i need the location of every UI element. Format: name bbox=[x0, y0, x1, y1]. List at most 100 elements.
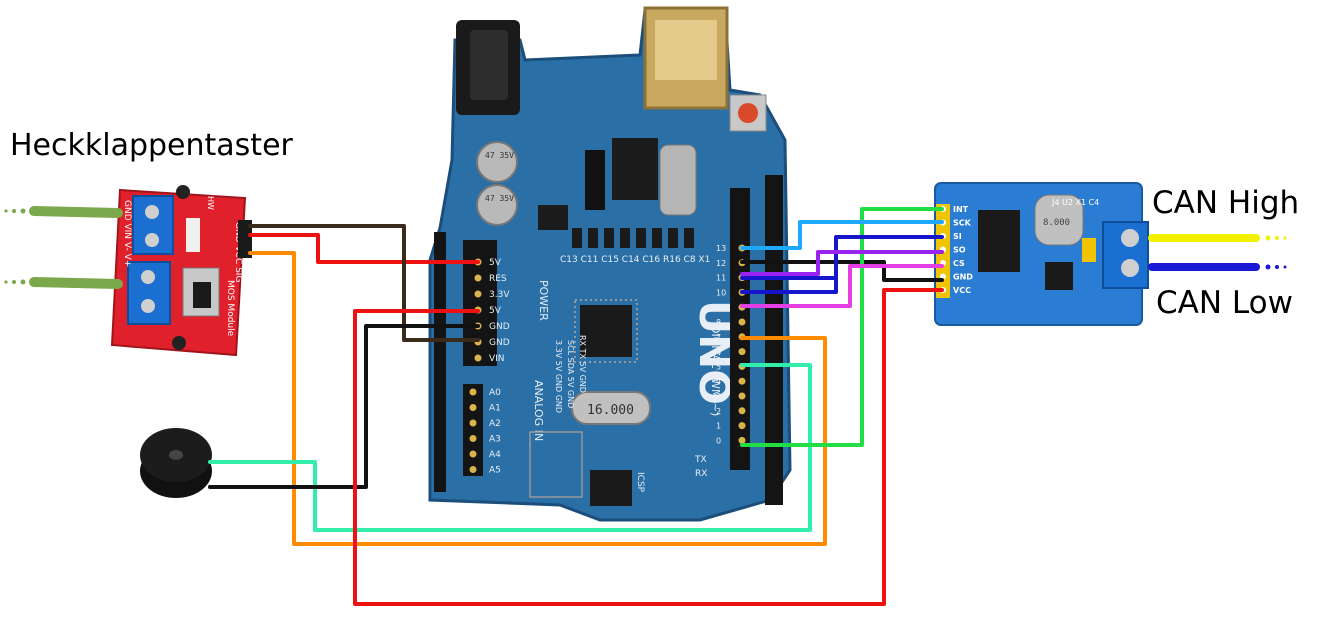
digital-pin-label: 10 bbox=[716, 288, 726, 297]
usb-interface-chip bbox=[612, 138, 658, 200]
bottom-pin-labels-1: SCL SDA 5V GND bbox=[566, 340, 575, 408]
power-pin-label: VIN bbox=[489, 354, 505, 364]
bottom-pin-labels-3: RX TX 5V GND bbox=[578, 335, 587, 393]
terminal-leads bbox=[4, 206, 123, 289]
power-pin-label: GND bbox=[489, 338, 510, 348]
mosfet-module-name: MOS Module bbox=[225, 280, 235, 337]
svg-text:ICSP: ICSP bbox=[635, 472, 645, 493]
component-marks: C13 C11 C15 C14 C16 R16 C8 X1 bbox=[560, 255, 710, 265]
power-pin bbox=[474, 274, 482, 282]
digital-pin-label: 11 bbox=[716, 274, 726, 283]
wire-can-si bbox=[740, 235, 944, 280]
analog-pin-label: A5 bbox=[489, 466, 501, 476]
wire-can-int bbox=[740, 207, 944, 447]
digital-pin-label: 2 bbox=[716, 407, 721, 416]
analog-header-label: ANALOG IN bbox=[532, 380, 545, 441]
power-pin bbox=[474, 290, 482, 298]
wire-mosfet-vcc bbox=[248, 233, 480, 264]
arduino-uno-board: 47 35V 47 35V C13 C11 C15 C14 C16 R16 C8… bbox=[428, 6, 792, 522]
wire-can-so bbox=[740, 250, 944, 276]
wire-can-sck bbox=[740, 220, 944, 250]
power-pin-label: RES bbox=[489, 274, 507, 284]
piezo-buzzer bbox=[140, 428, 212, 498]
wire-mosfet-sig bbox=[248, 251, 827, 546]
wire-can-si-2 bbox=[740, 276, 838, 294]
tx-label: TX bbox=[694, 455, 707, 465]
analog-pin bbox=[469, 435, 477, 442]
mosfet-pin-header bbox=[238, 220, 252, 258]
mosfet-module: GND VCC SIG MOS Module HW GND VIN V- V+ bbox=[110, 185, 252, 357]
wires bbox=[208, 207, 944, 606]
can-high-label: CAN High bbox=[1152, 185, 1300, 221]
wire-can-gnd bbox=[740, 260, 944, 282]
analog-pin-label: A0 bbox=[489, 388, 501, 398]
analog-header bbox=[463, 384, 483, 476]
power-pin-label: 5V bbox=[489, 306, 502, 316]
digital-pin bbox=[738, 436, 746, 444]
digital-pin-label: 8 bbox=[716, 318, 721, 327]
can-pin-label: GND bbox=[953, 273, 973, 282]
mcp2515-chip bbox=[978, 210, 1020, 272]
power-pin-label: 5V bbox=[489, 258, 502, 268]
digital-header-label: DIGITAL PWM(~) bbox=[709, 325, 722, 416]
wire-can-vcc bbox=[353, 288, 944, 606]
digital-pin bbox=[738, 392, 746, 400]
digital-pin bbox=[738, 422, 746, 430]
analog-pin bbox=[469, 404, 477, 411]
can-bus-lines bbox=[1148, 234, 1287, 271]
power-pin-label: GND bbox=[489, 322, 510, 332]
usb-crystal bbox=[659, 144, 697, 216]
can-low-label: CAN Low bbox=[1156, 285, 1293, 321]
power-pin-label: 3.3V bbox=[489, 290, 510, 300]
digital-pin-label: 0 bbox=[716, 436, 721, 445]
digital-pin-label: 1 bbox=[716, 422, 721, 431]
digital-pin bbox=[738, 407, 746, 415]
tja1050-chip bbox=[1045, 262, 1073, 290]
icsp-header: ICSP bbox=[590, 470, 645, 506]
rx-label: RX bbox=[695, 469, 707, 479]
can-pin-label: CS bbox=[953, 259, 965, 268]
mosfet-terminal-labels: GND VIN V- V+ bbox=[122, 200, 132, 267]
analog-pin-label: A2 bbox=[489, 419, 501, 429]
can-crystal bbox=[1034, 194, 1084, 246]
digital-pin-label: 3 bbox=[716, 392, 721, 401]
mosfet-module-title: Heckklappentaster bbox=[10, 128, 293, 163]
bottom-pin-labels-2: 3.3V 5V GND GND bbox=[554, 340, 563, 413]
mosfet-mark: HW bbox=[206, 196, 215, 210]
lower-pin-grid bbox=[529, 431, 583, 498]
svg-text:47 35V: 47 35V bbox=[485, 151, 514, 160]
digital-pin-label: 13 bbox=[716, 244, 726, 253]
can-pin-label: INT bbox=[953, 205, 969, 214]
capacitor-1: 47 35V bbox=[476, 141, 518, 183]
analog-pin bbox=[469, 450, 477, 458]
analog-pin bbox=[469, 419, 477, 427]
can-pin-label: VCC bbox=[953, 286, 971, 295]
analog-pin-label: A4 bbox=[489, 450, 501, 460]
wire-buzzer-signal bbox=[208, 363, 812, 532]
analog-pin-label: A1 bbox=[489, 404, 501, 414]
analog-pin bbox=[469, 466, 477, 473]
capacitor-2: 47 35V bbox=[476, 184, 518, 226]
digital-pin-label: 4 bbox=[716, 377, 721, 386]
can-pin-label: SO bbox=[953, 246, 966, 255]
power-pin bbox=[474, 354, 482, 362]
can-marks: J4 U2 X1 C4 bbox=[1051, 198, 1099, 207]
digital-pin bbox=[738, 377, 746, 385]
can-pin-label: SI bbox=[953, 232, 962, 241]
analog-pin-label: A3 bbox=[489, 435, 501, 445]
analog-pin bbox=[469, 388, 477, 396]
wire-can-cs bbox=[740, 264, 944, 308]
svg-text:16.000: 16.000 bbox=[587, 403, 634, 418]
digital-pin-label: 6 bbox=[716, 348, 721, 357]
digital-pin-label: 7 bbox=[716, 333, 721, 342]
power-header-label: POWER bbox=[537, 280, 550, 321]
digital-pin bbox=[738, 318, 746, 326]
digital-pin-label: 9 bbox=[716, 303, 721, 312]
atmega-chip bbox=[574, 299, 638, 363]
reset-button bbox=[729, 94, 767, 132]
svg-text:8.000: 8.000 bbox=[1043, 218, 1070, 228]
